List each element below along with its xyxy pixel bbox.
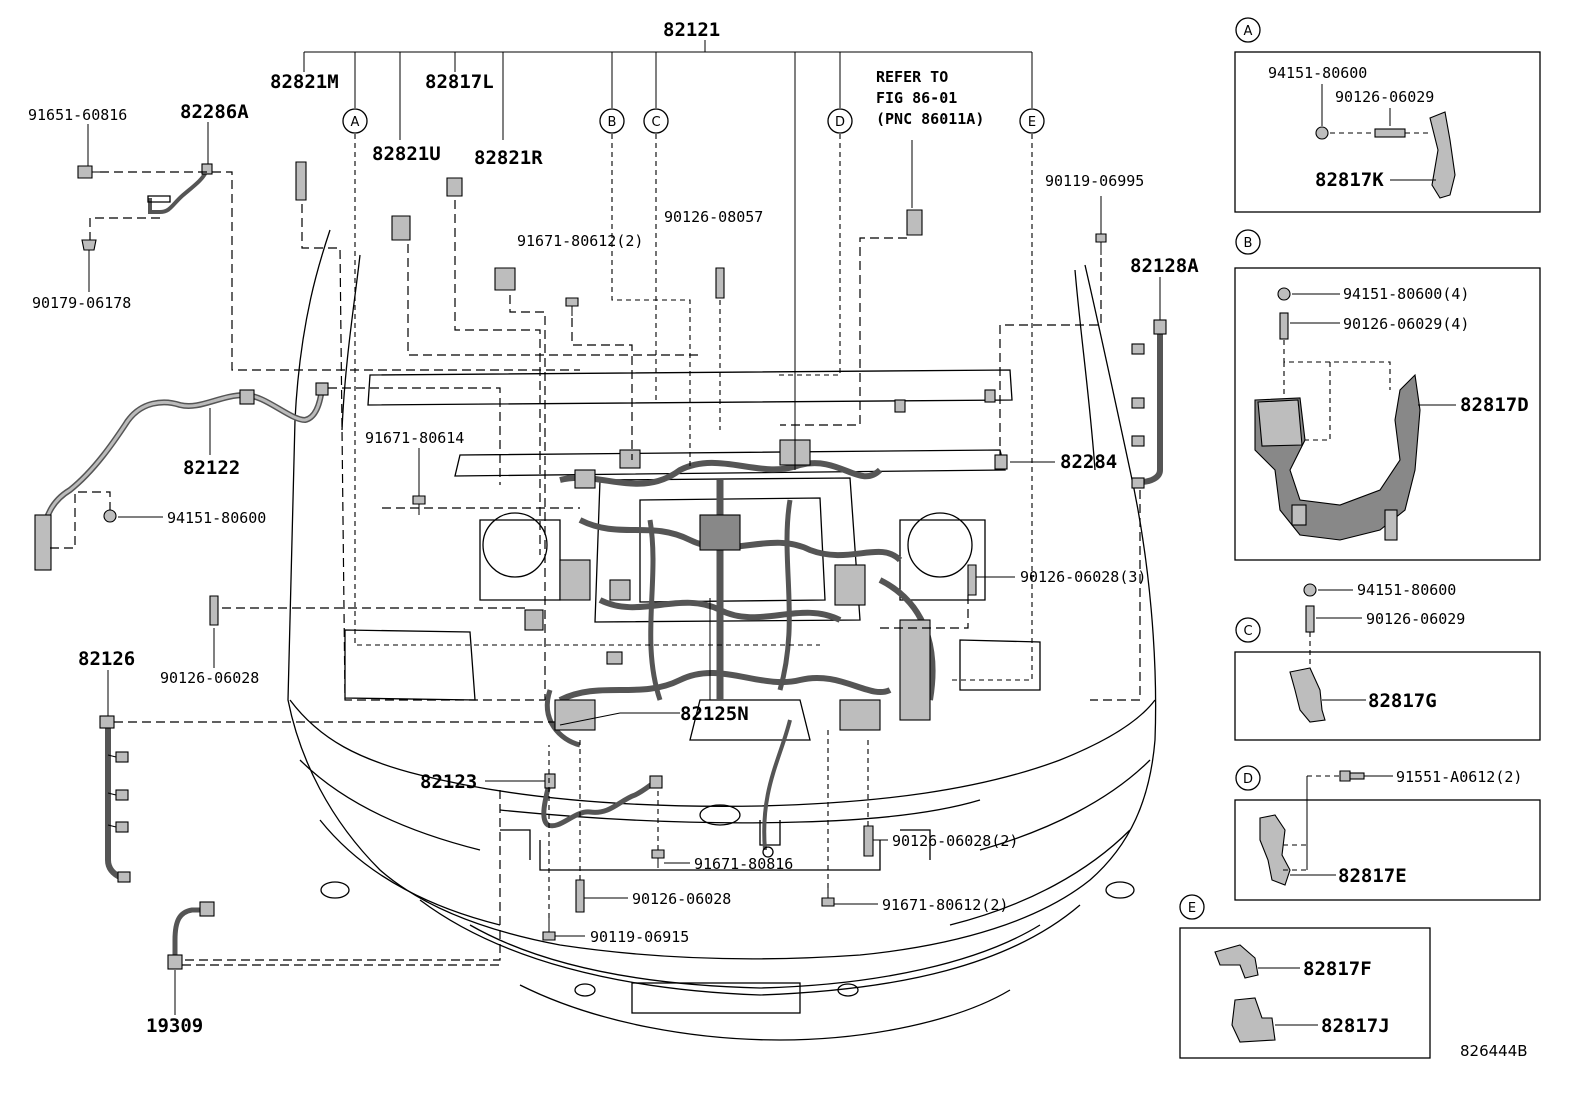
detail-E-part1-label: 82817F <box>1303 958 1372 980</box>
label-82126: 82126 <box>78 648 135 670</box>
detail-C-part-label: 82817G <box>1368 690 1437 712</box>
svg-text:E: E <box>1188 901 1196 916</box>
main-labels: 82121 82821M 82817L 82821U 82821R 91651-… <box>28 19 1528 1060</box>
refer-note-line3: (PNC 86011A) <box>876 110 984 128</box>
callout-E: E <box>1019 108 1045 134</box>
label-82123: 82123 <box>420 771 477 793</box>
detail-C-stud-label: 90126-06029 <box>1366 610 1465 628</box>
svg-text:B: B <box>1244 236 1253 251</box>
label-91651-60816: 91651-60816 <box>28 106 127 124</box>
refer-note-line1: REFER TO <box>876 68 948 86</box>
label-19309: 19309 <box>146 1015 203 1037</box>
callout-C: C <box>643 108 669 134</box>
svg-text:C: C <box>1243 624 1252 639</box>
label-90179-06178: 90179-06178 <box>32 294 131 312</box>
svg-text:D: D <box>835 115 845 130</box>
detail-B-nut-label: 94151-80600(4) <box>1343 285 1469 303</box>
wire-82122-shape <box>34 382 329 571</box>
label-82121: 82121 <box>663 19 720 41</box>
svg-text:D: D <box>1243 772 1253 787</box>
svg-text:E: E <box>1028 115 1036 130</box>
detail-B-part-label: 82817D <box>1460 394 1529 416</box>
label-91671-80612-2-bottom: 91671-80612(2) <box>882 896 1008 914</box>
detail-B: B 94151-80600(4) 90126-06029(4) 82817D <box>1234 229 1541 561</box>
label-90126-06028-bottom: 90126-06028 <box>632 890 731 908</box>
label-91671-80614: 91671-80614 <box>365 429 464 447</box>
label-90126-06028-3: 90126-06028(3) <box>1020 568 1146 586</box>
label-82817L: 82817L <box>425 71 494 93</box>
label-82821R: 82821R <box>474 147 543 169</box>
callout-D: D <box>827 108 853 134</box>
label-82128A: 82128A <box>1130 255 1199 277</box>
wire-82286A-shape <box>147 163 213 214</box>
diagram-id: 826444B <box>1460 1042 1528 1060</box>
detail-C-nut-label: 94151-80600 <box>1357 581 1456 599</box>
svg-text:C: C <box>651 115 660 130</box>
callout-B: B <box>599 108 625 134</box>
label-90119-06995: 90119-06995 <box>1045 172 1144 190</box>
wire-19309-shape <box>167 901 215 970</box>
label-82821M: 82821M <box>270 71 339 93</box>
wire-82123-shape <box>541 719 792 858</box>
detail-D-bolt-label: 91551-A0612(2) <box>1396 768 1522 786</box>
svg-text:A: A <box>1244 24 1253 39</box>
detail-B-stud-label: 90126-06029(4) <box>1343 315 1469 333</box>
wire-82126-shape <box>99 715 131 883</box>
wire-82128A-shape <box>1131 319 1167 489</box>
refer-note-line2: FIG 86-01 <box>876 89 957 107</box>
detail-D: D 91551-A0612(2) 82817E <box>1234 765 1541 901</box>
label-90126-06028-left: 90126-06028 <box>160 669 259 687</box>
svg-text:B: B <box>608 115 617 130</box>
label-82821U: 82821U <box>372 143 441 165</box>
detail-E: E 82817F 82817J <box>1179 894 1431 1059</box>
label-82122: 82122 <box>183 457 240 479</box>
detail-A: A 94151-80600 90126-06029 82817K <box>1234 17 1541 213</box>
label-91671-80816: 91671-80816 <box>694 855 793 873</box>
label-90126-08057: 90126-08057 <box>664 208 763 226</box>
label-94151-80600-left: 94151-80600 <box>167 509 266 527</box>
detail-D-part-label: 82817E <box>1338 865 1407 887</box>
detail-A-stud-label: 90126-06029 <box>1335 88 1434 106</box>
detail-E-part2-label: 82817J <box>1321 1015 1390 1037</box>
detail-A-nut-label: 94151-80600 <box>1268 64 1367 82</box>
detail-C: 94151-80600 90126-06029 C 82817G <box>1234 581 1541 741</box>
vehicle-outline <box>287 229 1157 1041</box>
callout-circles: A B C D E <box>342 108 1045 134</box>
leader-lines <box>50 40 1161 1015</box>
detail-A-part-label: 82817K <box>1315 169 1384 191</box>
hardware-left <box>77 161 1107 941</box>
svg-text:A: A <box>351 115 360 130</box>
label-82284: 82284 <box>1060 451 1117 473</box>
label-82286A: 82286A <box>180 101 249 123</box>
callout-A: A <box>342 108 368 134</box>
label-82125N: 82125N <box>680 703 749 725</box>
label-90126-06028-2: 90126-06028(2) <box>892 832 1018 850</box>
label-90119-06915: 90119-06915 <box>590 928 689 946</box>
label-91671-80612-2-top: 91671-80612(2) <box>517 232 643 250</box>
